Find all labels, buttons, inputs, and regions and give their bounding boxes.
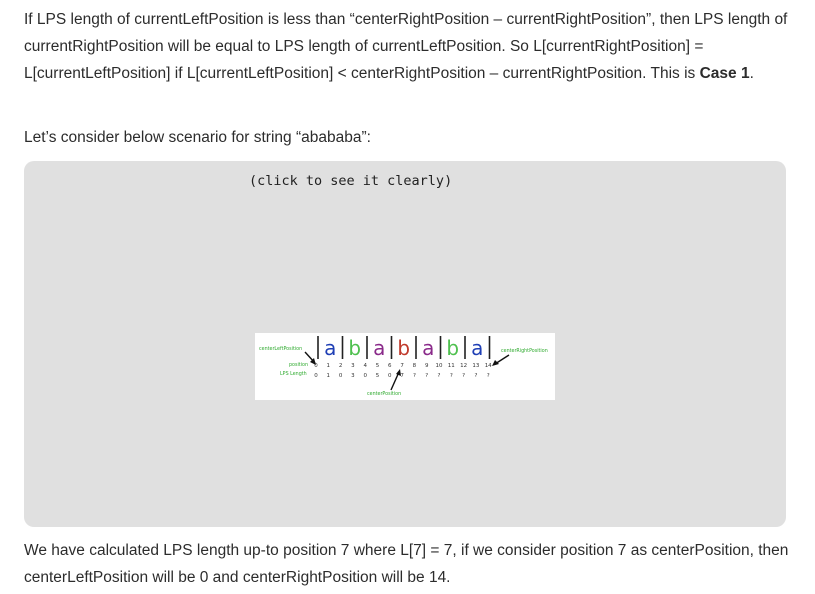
scenario-paragraph: Let’s consider below scenario for string… — [24, 129, 371, 146]
lps-value: 0 — [363, 373, 367, 379]
lps-value: 7 — [400, 373, 404, 379]
lps-value: ? — [450, 373, 453, 379]
lps-value: ? — [438, 373, 441, 379]
arrowhead-center-right — [492, 360, 499, 366]
lps-value: 1 — [327, 373, 331, 379]
position-index: 11 — [448, 363, 455, 369]
lps-value: ? — [487, 373, 490, 379]
arrowhead-center — [396, 369, 401, 376]
string-letter: b — [446, 336, 459, 360]
case-one-period: . — [749, 65, 754, 82]
center-right-label: centerRightPosition — [501, 348, 548, 354]
lps-value: ? — [425, 373, 428, 379]
lps-value: 0 — [388, 373, 392, 379]
position-index: 5 — [376, 363, 380, 369]
string-letter: a — [373, 336, 385, 360]
position-index: 12 — [460, 363, 467, 369]
string-letter: a — [422, 336, 434, 360]
position-index: 1 — [327, 363, 331, 369]
position-index: 3 — [351, 363, 355, 369]
lps-value: ? — [462, 373, 465, 379]
conclusion-paragraph: We have calculated LPS length up-to posi… — [24, 542, 789, 586]
lps-value: ? — [474, 373, 477, 379]
case-one-bold: Case 1 — [699, 65, 750, 82]
position-index: 14 — [485, 363, 492, 369]
position-index: 9 — [425, 363, 429, 369]
center-left-label: centerLeftPosition — [259, 346, 302, 352]
position-index: 7 — [400, 363, 404, 369]
position-index: 6 — [388, 363, 392, 369]
position-index: 8 — [413, 363, 417, 369]
position-index: 10 — [436, 363, 443, 369]
lps-value: 0 — [314, 373, 318, 379]
center-position-label: centerPosition — [367, 391, 401, 397]
position-index: 13 — [472, 363, 479, 369]
click-caption: (click to see it clearly) — [249, 173, 453, 189]
string-letter: b — [348, 336, 361, 360]
string-letter: a — [324, 336, 336, 360]
arrow-center — [390, 371, 400, 391]
lps-value: 0 — [339, 373, 343, 379]
arrowhead-center-left — [310, 358, 316, 365]
lps-value: 3 — [351, 373, 355, 379]
position-index: 0 — [314, 363, 318, 369]
position-index: 4 — [363, 363, 367, 369]
case-one-text: If LPS length of currentLeftPosition is … — [24, 11, 788, 82]
string-letter: a — [471, 336, 483, 360]
lps-value: 5 — [376, 373, 380, 379]
position-row-label: position — [289, 362, 308, 368]
case-one-paragraph: If LPS length of currentLeftPosition is … — [24, 6, 794, 87]
position-index: 2 — [339, 363, 343, 369]
string-letter: b — [397, 336, 410, 360]
lps-row-label: LPS Length — [280, 371, 307, 377]
lps-value: ? — [413, 373, 416, 379]
